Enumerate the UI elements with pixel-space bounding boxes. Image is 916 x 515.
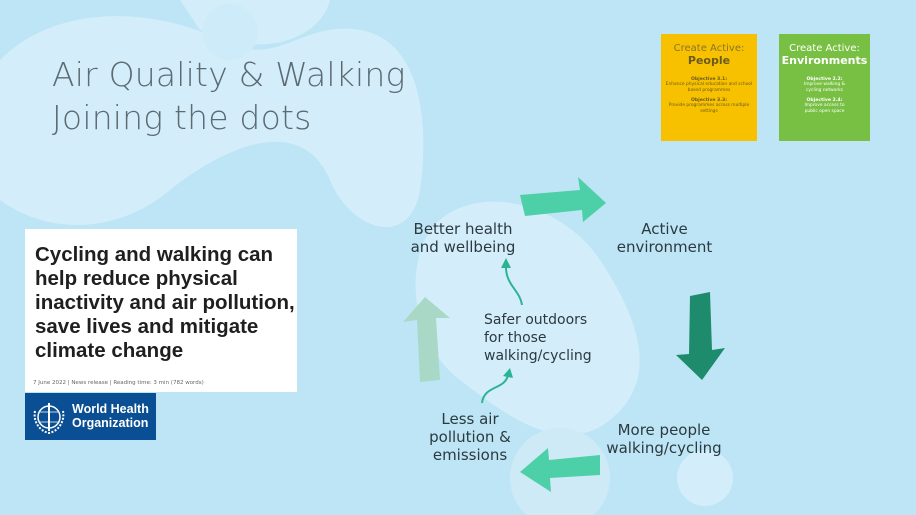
arrow-up xyxy=(403,297,450,382)
node-more-people: More people walking/cycling xyxy=(606,421,722,457)
create-active-environments-box: Create Active: Environments Objective 2.… xyxy=(779,34,870,141)
objective-label: Objective 3.3: xyxy=(690,98,728,103)
box-heading: Create Active: xyxy=(673,43,745,54)
connector-arrow-bottom xyxy=(481,374,509,404)
center-safer-outdoors: Safer outdoors for those walking/cycling xyxy=(484,312,592,364)
who-logo: World Health Organization xyxy=(25,393,156,440)
box-subheading: People xyxy=(687,54,731,67)
arrow-right xyxy=(520,177,606,222)
arrow-down xyxy=(676,292,725,380)
node-active-environment: Active environment xyxy=(616,220,713,256)
who-name: World Health Organization xyxy=(72,402,149,430)
objective-label: Objective 2.4: xyxy=(806,98,843,103)
objective-text: Improve walking & cycling networks xyxy=(803,82,846,93)
news-headline: Cycling and walking can help reduce phys… xyxy=(35,243,295,362)
news-meta: 7 June 2022 | News release | Reading tim… xyxy=(33,380,204,386)
objective-text: Provide programmes across multiple setti… xyxy=(668,103,750,114)
arrow-left xyxy=(520,448,600,492)
title-line2: Joining the dots xyxy=(52,98,312,137)
title-line1: Air Quality & Walking xyxy=(52,55,406,94)
objective-text: Improve access to public open space xyxy=(804,103,845,114)
box-heading: Create Active: xyxy=(789,43,860,54)
objective-text: Enhance physical education and school ba… xyxy=(665,82,753,93)
node-better-health: Better health and wellbeing xyxy=(410,220,516,256)
objective-label: Objective 3.1: xyxy=(690,77,728,82)
news-card: Cycling and walking can help reduce phys… xyxy=(25,229,297,392)
objective-label: Objective 2.2: xyxy=(806,77,843,82)
connector-arrow-top xyxy=(504,264,523,306)
node-less-pollution: Less air pollution & emissions xyxy=(429,410,511,464)
box-subheading: Environments xyxy=(781,54,868,67)
who-emblem-icon xyxy=(33,403,65,435)
create-active-people-box: Create Active: People Objective 3.1: Enh… xyxy=(661,34,757,141)
